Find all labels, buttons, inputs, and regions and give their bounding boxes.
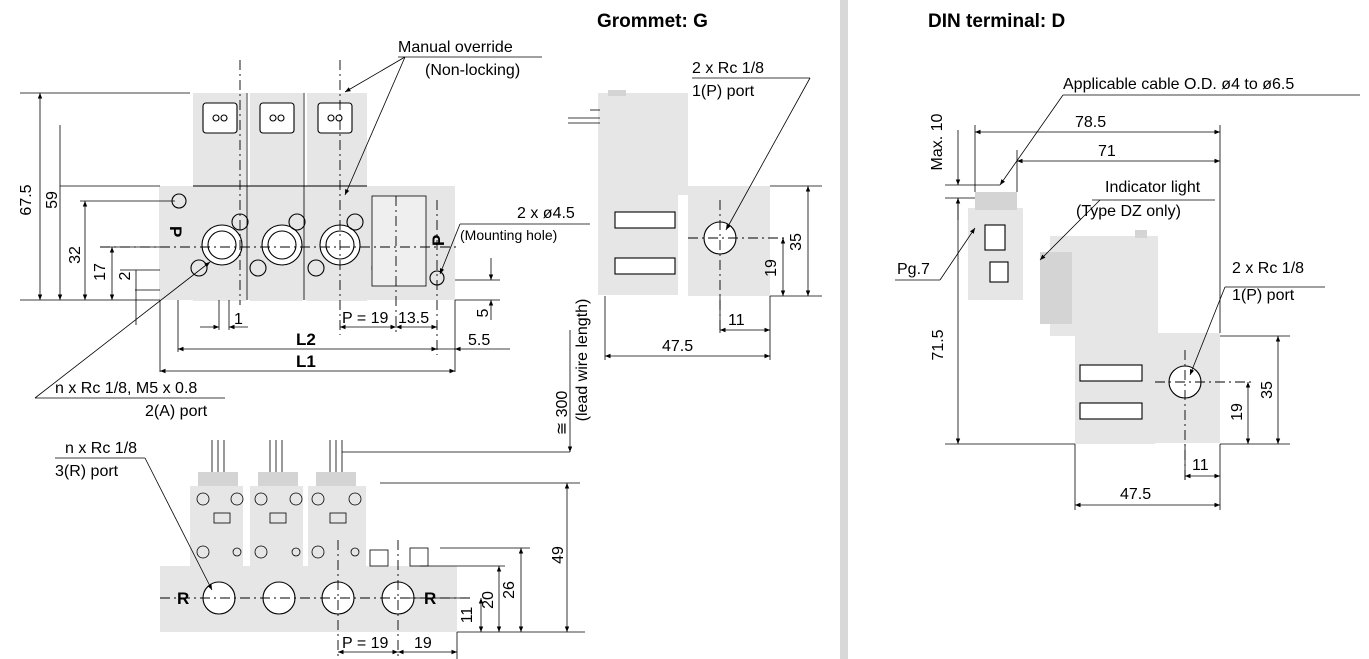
din-dim-71-5: 71.5 xyxy=(930,329,947,360)
grommet-title: Grommet: G xyxy=(597,11,708,32)
din-dim-71: 71 xyxy=(1098,143,1116,160)
grommet-dim-47-5: 47.5 xyxy=(662,338,693,355)
dim-11-bottom: 11 xyxy=(459,607,476,624)
port-r-sub: 3(R) port xyxy=(55,463,119,480)
dim-1: 1 xyxy=(234,311,243,328)
dim-26: 26 xyxy=(501,581,518,599)
grommet-view xyxy=(568,90,785,330)
din-port-sub: 1(P) port xyxy=(1232,287,1295,304)
din-indicator-label: Indicator light xyxy=(1105,179,1201,196)
dim-17: 17 xyxy=(92,263,109,281)
lead-wire-sub: (lead wire length) xyxy=(574,299,591,422)
mounting-hole-sub: (Mounting hole) xyxy=(460,227,557,243)
dim-59: 59 xyxy=(44,191,61,209)
dim-13-5: 13.5 xyxy=(398,310,429,327)
grommet-dim-19: 19 xyxy=(763,259,780,277)
lead-wire-value: ≅ 300 xyxy=(554,391,571,436)
L2-label: L2 xyxy=(296,330,316,349)
din-max10: Max. 10 xyxy=(929,113,946,170)
port-r-label: n x Rc 1/8 xyxy=(65,440,137,457)
letter-p: P xyxy=(166,226,185,237)
L1-label: L1 xyxy=(296,352,316,371)
port-a-label: n x Rc 1/8, M5 x 0.8 xyxy=(55,380,197,397)
din-cable-label: Applicable cable O.D. ø4 to ø6.5 xyxy=(1063,76,1294,93)
dim-2: 2 xyxy=(117,271,134,280)
din-dim-47-5: 47.5 xyxy=(1120,486,1151,503)
letter-r1: R xyxy=(177,589,189,608)
din-dim-19: 19 xyxy=(1229,403,1246,421)
grommet-dim-35: 35 xyxy=(788,233,805,251)
dim-67-5: 67.5 xyxy=(18,184,35,215)
pitch-label: P = 19 xyxy=(342,310,389,327)
left-dimension-lines xyxy=(20,92,190,325)
port-a-sub: 2(A) port xyxy=(145,403,208,420)
letter-p2: P xyxy=(429,235,448,246)
dim-19-bottom: 19 xyxy=(414,635,432,652)
din-title: DIN terminal: D xyxy=(928,11,1065,32)
dim-20: 20 xyxy=(480,591,497,609)
din-indicator-sub: (Type DZ only) xyxy=(1076,203,1181,220)
din-view xyxy=(968,192,1255,480)
mounting-hole-label: 2 x ø4.5 xyxy=(517,205,575,222)
dim-32: 32 xyxy=(67,246,84,264)
bottom-view: R R xyxy=(160,440,570,659)
top-view: P P xyxy=(100,60,460,355)
grommet-dim-11: 11 xyxy=(728,312,745,329)
din-pg7: Pg.7 xyxy=(897,261,930,278)
dim-5: 5 xyxy=(475,308,492,317)
non-locking-label: (Non-locking) xyxy=(425,62,520,79)
view-divider xyxy=(840,0,848,659)
din-dim-11: 11 xyxy=(1192,457,1209,474)
grommet-port-sub: 1(P) port xyxy=(692,83,755,100)
din-port-label: 2 x Rc 1/8 xyxy=(1232,260,1304,277)
dim-49: 49 xyxy=(550,546,567,564)
grommet-port-label: 2 x Rc 1/8 xyxy=(692,60,764,77)
pitch-bottom: P = 19 xyxy=(342,635,389,652)
din-dim-35: 35 xyxy=(1259,381,1276,399)
din-dim-78-5: 78.5 xyxy=(1075,114,1106,131)
manual-override-label: Manual override xyxy=(398,39,513,56)
dim-5-5: 5.5 xyxy=(468,332,490,349)
letter-r2: R xyxy=(424,589,436,608)
